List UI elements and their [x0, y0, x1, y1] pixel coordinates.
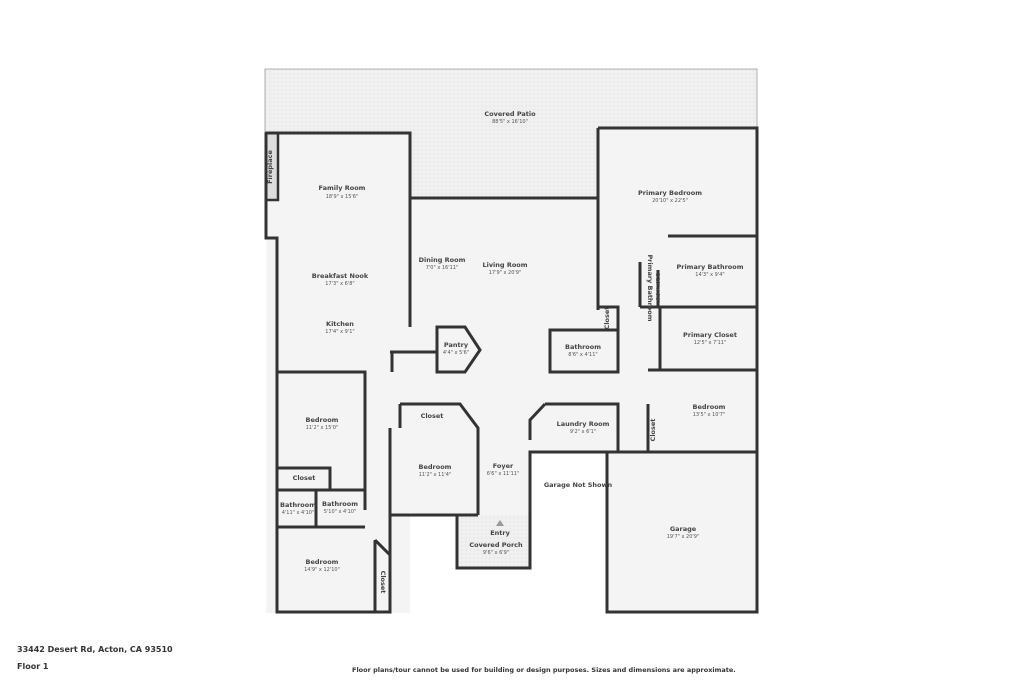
room-label: Garage	[670, 525, 697, 533]
room-dim: 17'3" x 6'8"	[325, 281, 354, 287]
room-label: Primary Closet	[683, 331, 737, 339]
room-label: Bedroom	[306, 558, 339, 566]
floor-areas	[266, 128, 757, 613]
room-label: Bedroom	[419, 463, 452, 471]
closet-label: Closet	[293, 474, 316, 482]
room-dim: 9'6" x 6'9"	[483, 550, 509, 556]
room-label: Bedroom	[306, 416, 339, 424]
room-dim: 7'0" x 16'11"	[426, 265, 459, 271]
room-label: Bathroom	[322, 500, 358, 508]
room-label: Dining Room	[419, 256, 466, 264]
room-label: Bathroom	[565, 343, 601, 351]
closet-label: Closet	[379, 571, 387, 594]
room-label: Fireplace	[266, 150, 274, 184]
room-label: Covered Porch	[469, 541, 523, 549]
room-label: Laundry Room	[557, 420, 610, 428]
room-labels: Covered Patio 88'5" x 16'10" Fireplace F…	[266, 110, 744, 593]
room-label: Primary Bathroom	[676, 263, 743, 271]
garage-area	[607, 452, 757, 612]
room-dim: 88'5" x 16'10"	[492, 119, 528, 125]
room-dim: 6'6" x 11'11"	[487, 471, 520, 477]
room-dim: 2'10" x 6'8"	[654, 273, 660, 302]
room-label: Garage Not Shown	[544, 481, 613, 489]
room-dim: 4'11" x 4'10"	[282, 510, 315, 516]
room-label: Foyer	[493, 462, 514, 470]
covered-porch-area	[457, 515, 530, 568]
room-dim: 19'7" x 20'9"	[667, 534, 700, 540]
room-dim: 4'4" x 5'6"	[443, 350, 469, 356]
room-label: Breakfast Nook	[312, 272, 369, 280]
room-label: Bathroom	[280, 501, 316, 509]
address: 33442 Desert Rd, Acton, CA 93510	[17, 645, 173, 654]
room-dim: 14'9" x 12'10"	[304, 567, 340, 573]
floor-label: Floor 1	[17, 662, 49, 671]
room-dim: 17'4" x 9'1"	[325, 329, 354, 335]
room-dim: 13'5" x 10'7"	[693, 412, 726, 418]
room-label: Family Room	[319, 184, 366, 192]
room-dim: 5'10" x 4'10"	[324, 509, 357, 515]
room-dim: 14'3" x 9'4"	[695, 272, 724, 278]
room-dim: 12'5" x 7'11"	[694, 340, 727, 346]
closet-label: Closet	[649, 419, 657, 442]
closet-label: Closet	[421, 412, 444, 420]
room-dim: 11'2" x 15'0"	[306, 425, 339, 431]
room-dim: 11'2" x 11'4"	[419, 472, 452, 478]
room-label: Primary Bathroom	[646, 254, 654, 321]
walls	[264, 126, 759, 614]
room-dim: 20'10" x 22'5"	[652, 198, 688, 204]
room-dim: 9'2" x 6'1"	[570, 429, 596, 435]
room-label: Covered Patio	[484, 110, 536, 118]
room-label: Primary Bedroom	[638, 189, 702, 197]
room-label: Bedroom	[693, 403, 726, 411]
room-label: Kitchen	[326, 320, 354, 328]
closet-label: Closet	[603, 307, 611, 330]
disclaimer: Floor plans/tour cannot be used for buil…	[352, 666, 736, 674]
entry-arrow-icon	[496, 520, 504, 526]
room-label: Pantry	[444, 341, 469, 349]
room-label: Living Room	[482, 261, 527, 269]
room-dim: 17'9" x 20'9"	[489, 270, 522, 276]
room-label: Entry	[490, 529, 510, 537]
room-dim: 18'9" x 15'6"	[326, 194, 359, 200]
room-dim: 8'6" x 4'11"	[568, 352, 597, 358]
